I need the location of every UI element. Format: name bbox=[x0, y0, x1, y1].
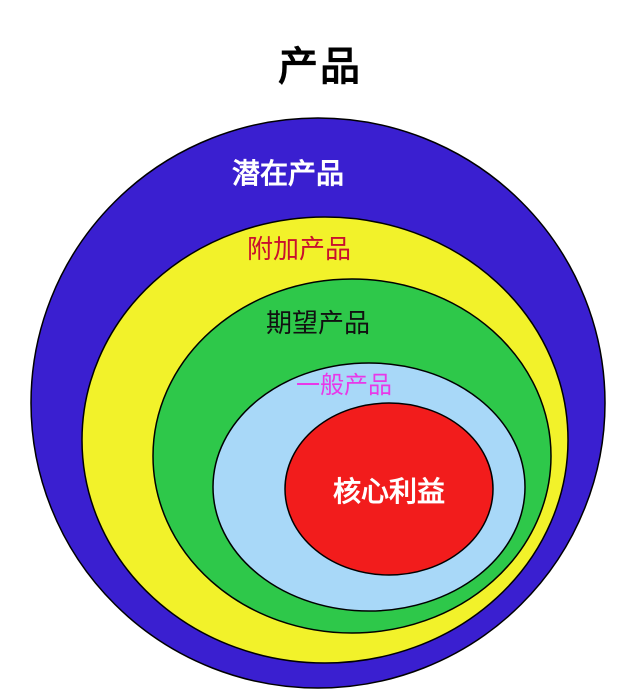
core-benefit-layer bbox=[284, 402, 494, 576]
basic-product-label: 一般产品 bbox=[296, 371, 392, 399]
expected-product-label: 期望产品 bbox=[266, 309, 371, 339]
augmented-product-label: 附加产品 bbox=[247, 235, 352, 265]
core-benefit-label: 核心利益 bbox=[333, 475, 446, 508]
diagram-title: 产品 bbox=[278, 44, 362, 90]
potential-product-label: 潜在产品 bbox=[232, 157, 345, 190]
